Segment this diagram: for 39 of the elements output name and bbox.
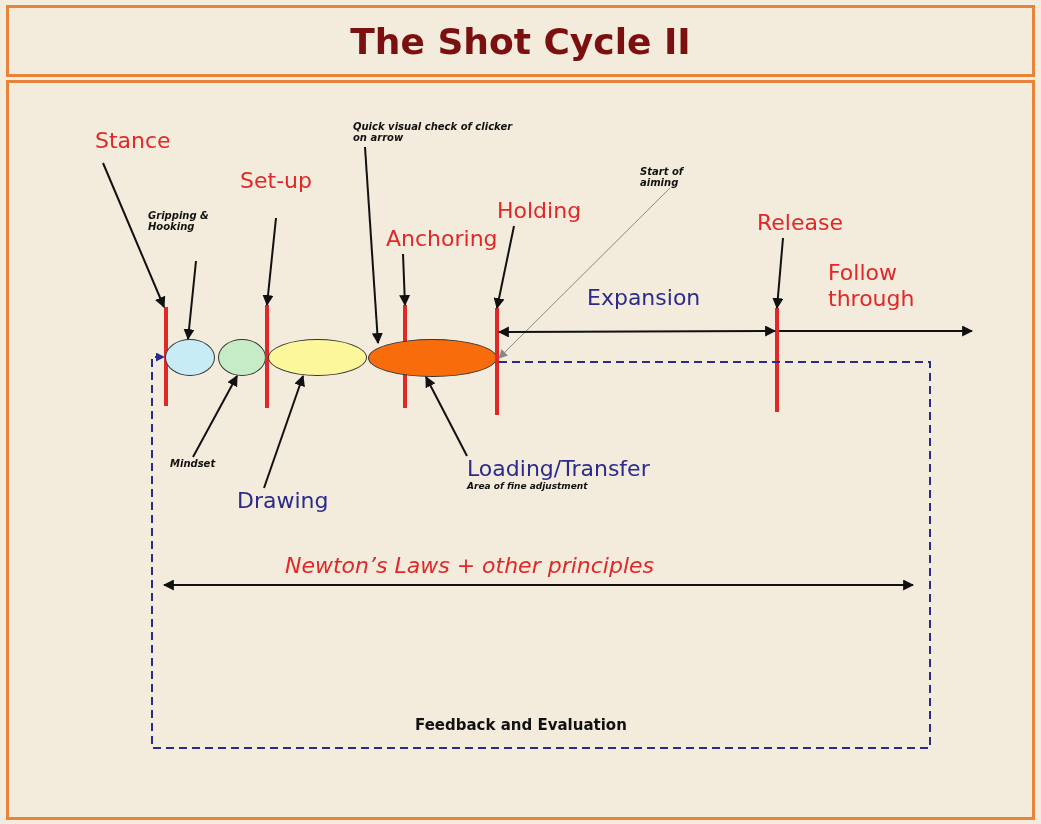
arrow <box>192 375 238 458</box>
phase-ellipse <box>268 339 367 376</box>
phase-ellipse <box>218 339 266 376</box>
phase-label: Anchoring <box>386 226 498 251</box>
arrow <box>425 376 468 457</box>
marker-bar <box>164 307 168 406</box>
note-text: Mindset <box>170 458 216 469</box>
marker-bar <box>775 308 779 412</box>
marker-bar <box>265 305 269 408</box>
note-text: Area of fine adjustment <box>467 481 589 491</box>
double-arrow <box>497 325 777 338</box>
arrow <box>183 260 197 341</box>
note-text: Start of aiming <box>640 166 700 188</box>
edge-label: Feedback and Evaluation <box>415 716 627 734</box>
title: The Shot Cycle II <box>350 20 691 62</box>
phase-label: Set-up <box>240 168 312 193</box>
phase-label: Release <box>757 210 843 235</box>
edge-label: Expansion <box>587 285 701 310</box>
phase-label: Holding <box>497 198 582 223</box>
arrow <box>498 187 671 359</box>
phase-label: Stance <box>95 128 171 153</box>
phase-ellipse <box>368 339 497 377</box>
marker-bar <box>495 308 499 415</box>
phase-ellipse <box>165 339 215 376</box>
phase-label: Drawing <box>237 488 329 513</box>
phase-label: Loading/Transfer <box>467 456 650 481</box>
note-text: Gripping & Hooking <box>148 210 228 232</box>
principle-label: Newton’s Laws + other principles <box>285 553 655 578</box>
arrow <box>102 162 166 308</box>
edge-label: Follow through <box>828 260 916 312</box>
arrow <box>399 253 411 307</box>
arrow <box>262 217 277 307</box>
note-text: Quick visual check of clicker on arrow <box>353 121 528 143</box>
feedback-loop-arrow <box>151 352 931 749</box>
arrow <box>778 325 974 337</box>
arrow <box>263 374 305 489</box>
arrow <box>493 225 515 310</box>
arrow <box>364 146 383 345</box>
arrow <box>772 237 784 310</box>
